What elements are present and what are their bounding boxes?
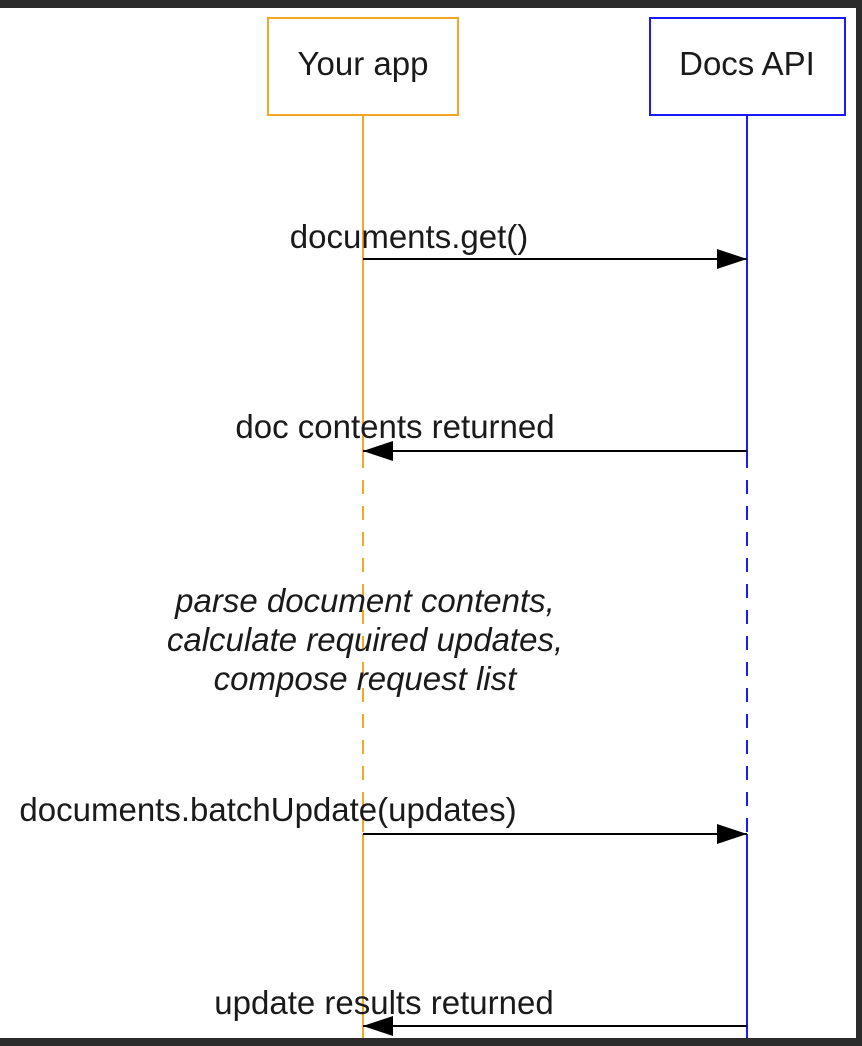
message-label-2: doc contents returned (235, 408, 554, 445)
message-label-4: update results returned (214, 984, 553, 1021)
participant-box-docs-api (649, 17, 846, 116)
message-label-1: documents.get() (290, 218, 528, 255)
note-line-1: parse document contents, (174, 582, 555, 619)
sequence-diagram: Your app Docs API documents.get() doc co… (0, 8, 856, 1038)
message-label-3: documents.batchUpdate(updates) (19, 791, 516, 828)
participant-box-your-app (267, 17, 459, 116)
note-line-2: calculate required updates, (167, 621, 563, 658)
diagram-svg: Your app Docs API documents.get() doc co… (19, 17, 846, 1038)
participant-label-your-app: Your app (298, 45, 429, 82)
participant-label-docs-api: Docs API (679, 45, 815, 82)
note-line-3: compose request list (214, 660, 518, 697)
